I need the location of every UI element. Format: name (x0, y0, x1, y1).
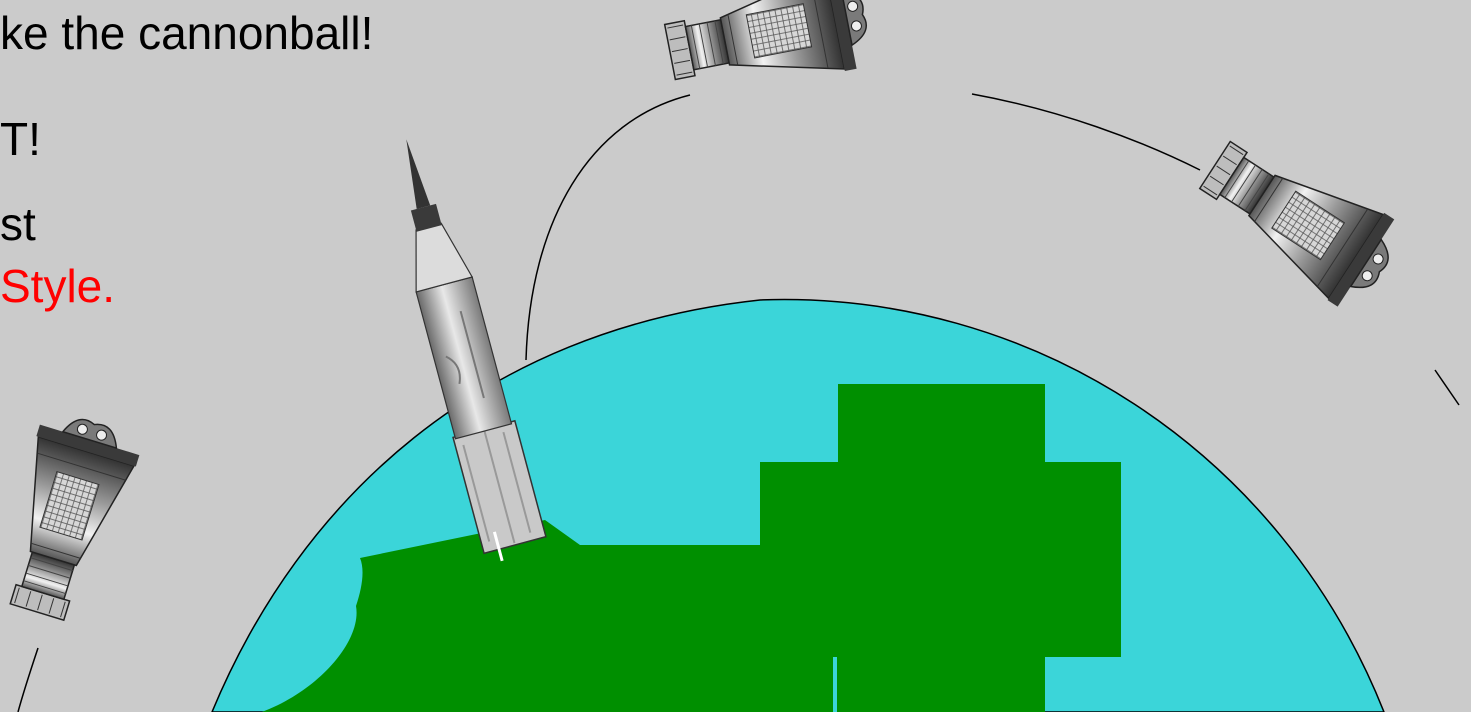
earth-illustration (211, 298, 1385, 712)
slide-text-line-2: T! (0, 113, 41, 165)
slide-text-line-3: st (0, 198, 36, 250)
slide-text-line-4-highlight: Style. (0, 260, 116, 312)
capsule-image (1185, 120, 1411, 318)
slide-text-line-1: ke the cannonball! (0, 7, 374, 59)
orbit-path (17, 93, 1460, 712)
capsule-image (0, 406, 146, 628)
rocket-image (406, 139, 547, 562)
capsule-image (659, 0, 876, 104)
